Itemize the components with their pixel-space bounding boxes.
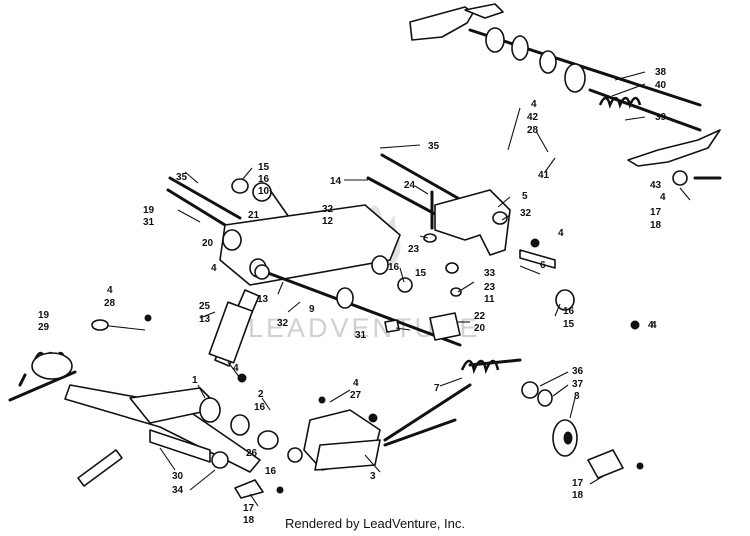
callout-18: 18 bbox=[243, 515, 255, 526]
callout-18: 18 bbox=[572, 490, 584, 501]
callout-23: 23 bbox=[484, 282, 496, 293]
callout-13: 13 bbox=[257, 294, 269, 305]
callout-16: 16 bbox=[265, 466, 277, 477]
upper-hardware bbox=[366, 153, 575, 311]
callout-35: 35 bbox=[176, 172, 188, 183]
callout-4: 4 bbox=[648, 320, 654, 331]
front-arm-assembly bbox=[409, 3, 722, 186]
callout-42: 42 bbox=[527, 112, 539, 123]
callout-38: 38 bbox=[655, 67, 667, 78]
callout-4: 4 bbox=[558, 228, 564, 239]
callout-19: 19 bbox=[143, 205, 155, 216]
callout-13: 13 bbox=[199, 314, 211, 325]
callout-15: 15 bbox=[258, 162, 270, 173]
callout-5: 5 bbox=[522, 191, 528, 202]
callout-40: 40 bbox=[655, 80, 667, 91]
callout-16: 16 bbox=[563, 306, 575, 317]
callout-25: 25 bbox=[199, 301, 211, 312]
callout-34: 34 bbox=[172, 485, 184, 496]
callout-labels: 38 40 39 4 42 28 41 43 4 17 18 35 14 24 … bbox=[38, 67, 667, 526]
callout-35: 35 bbox=[428, 141, 440, 152]
callout-12: 12 bbox=[322, 216, 334, 227]
callout-16: 16 bbox=[258, 174, 270, 185]
footer-credit: Rendered by LeadVenture, Inc. bbox=[285, 516, 465, 531]
callout-17: 17 bbox=[650, 207, 662, 218]
callout-29: 29 bbox=[38, 322, 50, 333]
callout-33: 33 bbox=[484, 268, 496, 279]
callout-32: 32 bbox=[520, 208, 532, 219]
callout-10: 10 bbox=[258, 186, 270, 197]
callout-21: 21 bbox=[248, 210, 260, 221]
callout-3: 3 bbox=[370, 471, 376, 482]
callout-9: 9 bbox=[309, 304, 315, 315]
callout-39: 39 bbox=[655, 112, 667, 123]
callout-4: 4 bbox=[531, 99, 537, 110]
callout-27: 27 bbox=[350, 390, 362, 401]
callout-16: 16 bbox=[388, 262, 400, 273]
callout-4: 4 bbox=[651, 320, 657, 331]
callout-41: 41 bbox=[538, 170, 550, 181]
callout-32: 32 bbox=[322, 204, 334, 215]
callout-16: 16 bbox=[254, 402, 266, 413]
callout-19: 19 bbox=[38, 310, 50, 321]
callout-36: 36 bbox=[572, 366, 584, 377]
idler-wheel-assembly bbox=[383, 358, 644, 479]
callout-4: 4 bbox=[660, 192, 666, 203]
callout-20: 20 bbox=[202, 238, 214, 249]
callout-7: 7 bbox=[434, 383, 440, 394]
callout-2: 2 bbox=[258, 389, 264, 400]
callout-8: 8 bbox=[574, 391, 580, 402]
callout-15: 15 bbox=[563, 319, 575, 330]
callout-26: 26 bbox=[246, 448, 258, 459]
mounting-bracket bbox=[303, 396, 457, 471]
rear-arm-assembly bbox=[8, 314, 303, 499]
callout-37: 37 bbox=[572, 379, 584, 390]
callout-28: 28 bbox=[104, 298, 116, 309]
callout-23: 23 bbox=[408, 244, 420, 255]
callout-31: 31 bbox=[143, 217, 155, 228]
callout-1: 1 bbox=[192, 375, 198, 386]
callout-4: 4 bbox=[211, 263, 217, 274]
callout-11: 11 bbox=[484, 294, 495, 305]
callout-4: 4 bbox=[233, 363, 239, 374]
callout-17: 17 bbox=[572, 478, 584, 489]
callout-15: 15 bbox=[415, 268, 427, 279]
callout-32: 32 bbox=[277, 318, 289, 329]
callout-30: 30 bbox=[172, 471, 184, 482]
callout-6: 6 bbox=[540, 260, 546, 271]
callout-43: 43 bbox=[650, 180, 662, 191]
callout-24: 24 bbox=[404, 180, 416, 191]
leader-lines bbox=[159, 71, 691, 507]
callout-22: 22 bbox=[474, 311, 486, 322]
callout-17: 17 bbox=[243, 503, 255, 514]
callout-18: 18 bbox=[650, 220, 662, 231]
callout-4: 4 bbox=[107, 285, 113, 296]
callout-20: 20 bbox=[474, 323, 486, 334]
callout-31: 31 bbox=[355, 330, 367, 341]
callout-28: 28 bbox=[527, 125, 539, 136]
shock-absorber bbox=[208, 264, 270, 383]
callout-4: 4 bbox=[353, 378, 359, 389]
callout-14: 14 bbox=[330, 176, 342, 187]
